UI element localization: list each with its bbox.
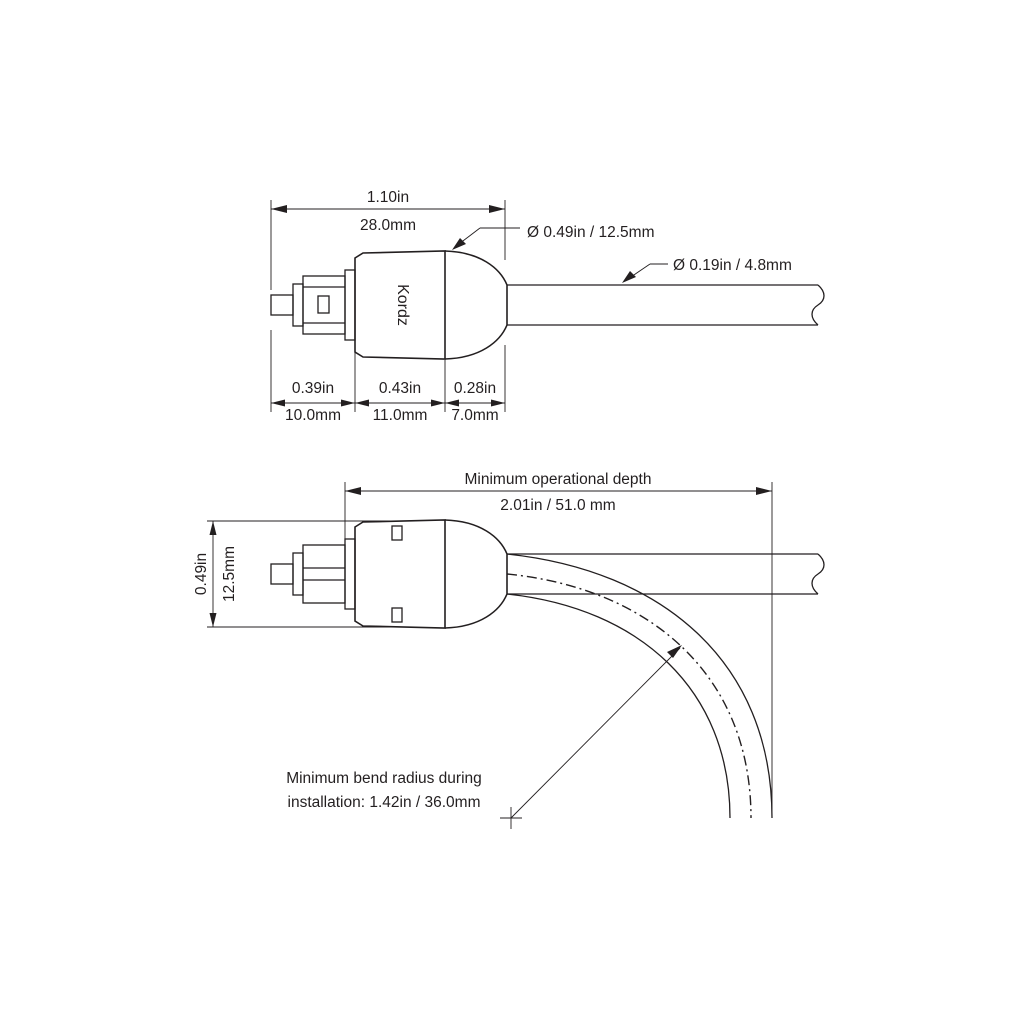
cable-bent: [506, 553, 773, 819]
ferrule: [270, 269, 356, 341]
ferrule-side: [270, 538, 356, 610]
height-metric: 12.5mm: [221, 546, 238, 602]
segment-2-metric: 11.0mm: [373, 407, 428, 424]
segment-1-imperial: 0.39in: [292, 380, 334, 397]
overall-length-dimension: 1.10in 28.0mm: [271, 189, 505, 234]
overall-length-imperial: 1.10in: [367, 189, 409, 206]
cable: [507, 284, 825, 326]
depth-value: 2.01in / 51.0 mm: [500, 497, 615, 514]
top-view: 1.10in 28.0mm Ø 0.49in / 12.5mm Ø 0.19in…: [270, 189, 825, 424]
head-diameter-label: Ø 0.49in / 12.5mm: [527, 224, 655, 241]
segment-3-metric: 7.0mm: [451, 407, 498, 424]
height-imperial: 0.49in: [193, 553, 210, 595]
segment-1-metric: 10.0mm: [285, 407, 341, 424]
cable-straight: [507, 553, 825, 595]
connector-body: Kordz: [354, 250, 508, 360]
cable-diameter-callout: Ø 0.19in / 4.8mm: [622, 257, 792, 283]
segment-2-imperial: 0.43in: [379, 380, 421, 397]
side-view: Minimum operational depth 2.01in / 51.0 …: [193, 471, 825, 829]
bend-centerline: [506, 573, 752, 819]
segment-3-imperial: 0.28in: [454, 380, 496, 397]
head-diameter-callout: Ø 0.49in / 12.5mm: [452, 224, 655, 250]
brand-logo-mark-top: [391, 525, 403, 541]
bend-note-line-1: Minimum bend radius during: [286, 770, 482, 787]
brand-logo-mark-bottom: [391, 607, 403, 623]
bend-radius-callout: Minimum bend radius during installation:…: [286, 645, 682, 829]
brand-logo: Kordz: [394, 284, 411, 326]
segment-dimensions: 0.39in 10.0mm 0.43in 11.0mm 0.28in 7.0mm: [271, 380, 505, 424]
height-dimension: 0.49in 12.5mm: [193, 520, 400, 628]
depth-title: Minimum operational depth: [465, 471, 652, 488]
operational-depth-dimension: Minimum operational depth 2.01in / 51.0 …: [344, 471, 773, 818]
overall-length-metric: 28.0mm: [360, 217, 416, 234]
connector-body-side: [354, 519, 508, 629]
bend-note-line-2: installation: 1.42in / 36.0mm: [288, 794, 481, 811]
cable-diameter-label: Ø 0.19in / 4.8mm: [673, 257, 792, 274]
